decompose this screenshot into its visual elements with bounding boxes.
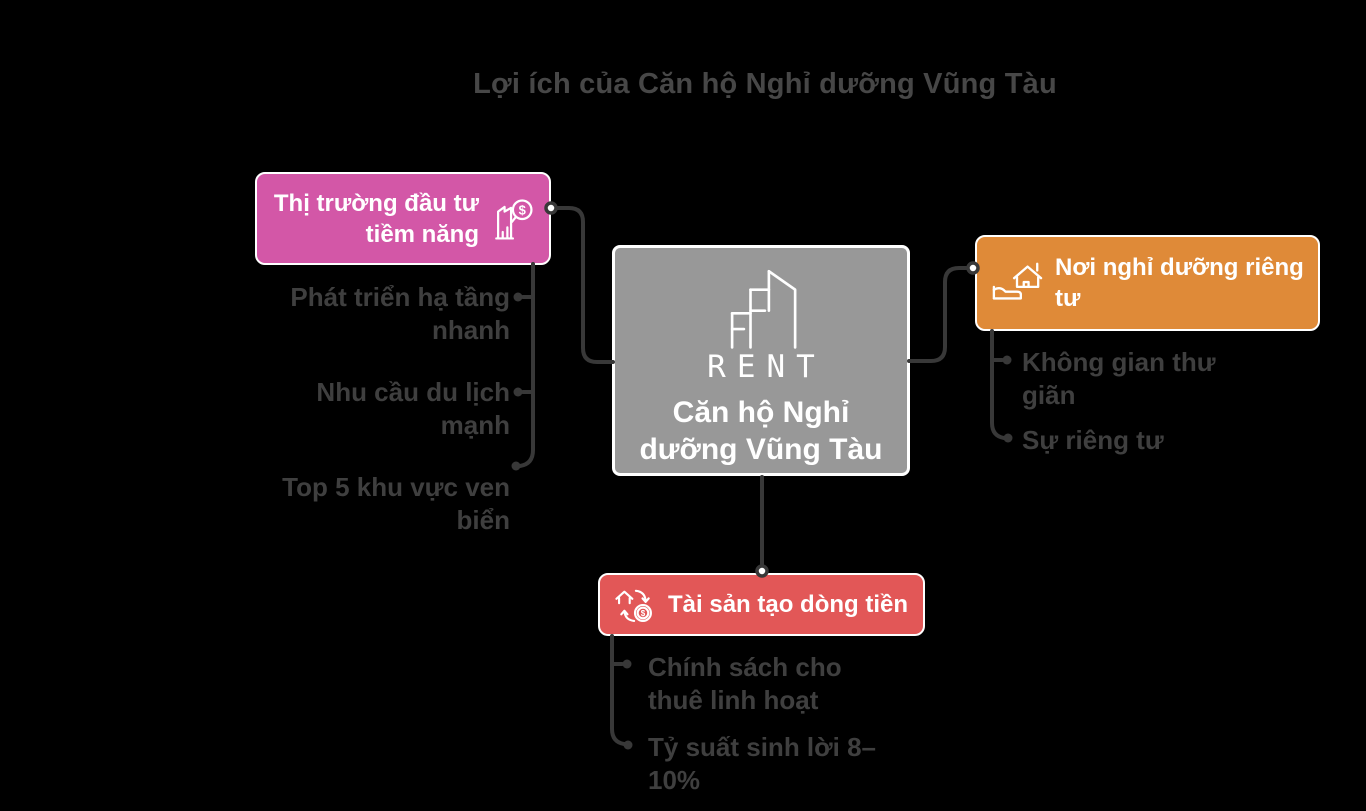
subitem-dot: [1002, 355, 1012, 365]
subitem-dot: [1003, 433, 1013, 443]
building-dollar-chart-icon: $: [487, 195, 537, 243]
market-subitem-spine: [518, 262, 535, 468]
center-node-label: Căn hộ Nghỉ dưỡng Vũng Tàu: [639, 396, 883, 466]
subitem-market-2: Nhu cầu du lịch mạnh: [316, 377, 510, 440]
house-lounge-icon: [989, 257, 1045, 309]
svg-text:$: $: [641, 609, 646, 618]
center-node: RENT Căn hộ Nghỉ dưỡng Vũng Tàu: [612, 245, 910, 476]
branch-market: Thị trường đầu tư tiềm năng $: [255, 172, 551, 265]
connector-market-center: [549, 206, 615, 364]
branch-retreat: Nơi nghỉ dưỡng riêng tư: [975, 235, 1320, 331]
subitem-retreat-2: Sự riêng tư: [1022, 425, 1164, 455]
house-dollar-cycle-icon: $: [612, 583, 658, 627]
svg-text:$: $: [519, 202, 527, 217]
subitem-market-1: Phát triển hạ tầng nhanh: [290, 282, 510, 345]
branch-cashflow-label: Tài sản tạo dòng tiền: [668, 591, 909, 618]
subitem-dot: [513, 387, 523, 397]
retreat-subitem-spine: [990, 329, 1006, 440]
connector-center-retreat: [907, 266, 975, 363]
retreat-subitems: Không gian thư giãn Sự riêng tư: [1022, 346, 1227, 469]
subitem-cashflow-2: Tỷ suất sinh lời 8–10%: [648, 732, 876, 795]
subitem-retreat-1: Không gian thư giãn: [1022, 347, 1216, 410]
subitem-cashflow-1: Chính sách cho thuê linh hoạt: [648, 652, 842, 715]
subitem-market-3: Top 5 khu vực ven biển: [282, 472, 510, 535]
diagram-title: Lợi ích của Căn hộ Nghỉ dưỡng Vũng Tàu: [473, 68, 1057, 100]
cashflow-subitems: Chính sách cho thuê linh hoạt Tỷ suất si…: [648, 651, 883, 811]
branch-retreat-label: Nơi nghỉ dưỡng riêng tư: [1055, 254, 1304, 312]
rent-building-icon: [693, 266, 829, 350]
market-subitems: Phát triển hạ tầng nhanh Nhu cầu du lịch…: [270, 281, 510, 566]
branch-cashflow: $ Tài sản tạo dòng tiền: [598, 573, 925, 636]
subitem-dot: [623, 740, 633, 750]
rent-caption: RENT: [707, 349, 826, 385]
cashflow-subitem-spine: [610, 634, 626, 746]
subitem-dot: [622, 659, 632, 669]
subitem-dot: [511, 461, 521, 471]
subitem-dot: [513, 292, 523, 302]
branch-market-label: Thị trường đầu tư tiềm năng: [273, 189, 479, 248]
